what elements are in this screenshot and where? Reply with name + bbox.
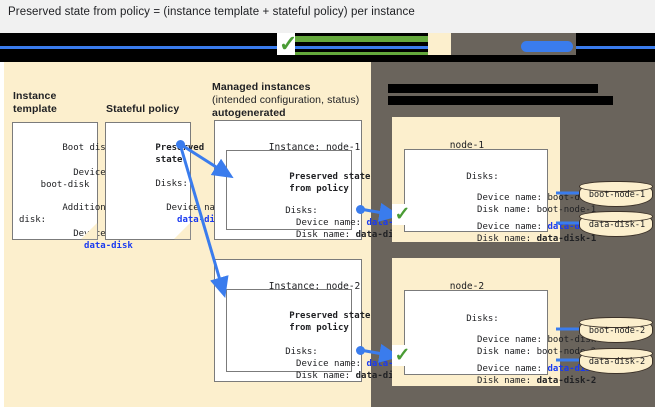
- actual-node-title-node-1: node-1: [449, 139, 485, 151]
- stateful-policy-heading: Stateful policy: [106, 103, 206, 116]
- legend-blue-pill: [521, 41, 573, 52]
- preserved-state-title-line2-node-1: from policy: [289, 183, 349, 194]
- disk-cylinder-label-4: data-disk-2: [588, 357, 646, 367]
- legend-blue-rule: [0, 46, 655, 49]
- managed-instance-box-node-2: Instance: node-2 Preserved state from po…: [214, 259, 415, 382]
- preserved-state-disks-label-node-1: Disks:: [285, 205, 318, 216]
- disk-cylinder-data-disk-1: data-disk-1: [578, 210, 653, 237]
- stateful-policy-title-line2: state: [155, 154, 183, 165]
- preserved-state-device-value-node-1: data-disk: [366, 217, 416, 228]
- preserved-state-title-line2-node-2: from policy: [289, 322, 349, 333]
- preserved-state-box-node-1: Preserved state from policy Disks: Devic…: [226, 150, 415, 240]
- preserved-state-disk-value-node-1: data-disk-1: [355, 229, 416, 240]
- disk-cylinder-cap-icon-2: [578, 210, 653, 222]
- status-check-node-2: ✓: [392, 345, 413, 366]
- actual-node-data-device-label-node-1: Device name:: [466, 221, 548, 232]
- actual-node-title-node-2: node-2: [449, 280, 485, 292]
- preserved-state-title-line1-node-1: Preserved state: [289, 171, 371, 182]
- legend-band-redacted: ✓: [0, 33, 655, 62]
- preserved-state-device-value-node-2: data-disk: [366, 358, 416, 369]
- instance-template-additional-disk-label: Additional disk:: [19, 202, 117, 226]
- disk-cylinder-label-3: boot-node-2: [588, 326, 646, 336]
- actual-state-heading-redaction-1: [388, 84, 598, 93]
- connector-origin-dot-policy: [176, 140, 185, 149]
- actual-node-data-device-value-node-2: data-disk: [547, 363, 597, 374]
- legend-check-icon: ✓: [279, 31, 298, 56]
- preserved-state-device-label-node-2: Device name:: [285, 358, 367, 369]
- diagram-canvas: Instance template Boot disk: Device name…: [0, 62, 655, 407]
- instance-template-heading: Instance template: [13, 90, 103, 116]
- actual-node-boot-disk-node-1: Disk name: boot-node-1: [466, 204, 597, 215]
- actual-node-disks-label-node-2: Disks:: [466, 313, 499, 324]
- actual-node-panel-node-2: node-2 Disks: Device name: boot-disk Dis…: [392, 258, 596, 386]
- actual-node-boot-disk-node-2: Disk name: boot-node-2: [466, 346, 597, 357]
- legend-green-bar: [293, 36, 428, 42]
- managed-instances-heading-line3: autogenerated: [212, 107, 286, 119]
- actual-node-disks-box-node-1: Disks: Device name: boot-disk Disk name:…: [404, 149, 596, 244]
- preserved-state-title-line1-node-2: Preserved state: [289, 310, 371, 321]
- managed-instance-box-node-1: Instance: node-1 Preserved state from po…: [214, 120, 415, 240]
- stateful-policy-fold-inner-icon: [174, 223, 190, 239]
- managed-instance-title-node-1: Instance: node-1: [268, 141, 361, 153]
- actual-state-heading-redaction-2: [388, 96, 613, 105]
- preserved-state-disks-label-node-2: Disks:: [285, 346, 318, 357]
- preserved-state-device-label-node-1: Device name:: [285, 217, 367, 228]
- actual-node-data-disk-value-node-2: data-disk-2: [536, 375, 597, 386]
- stateful-policy-heading-label: Stateful policy: [106, 103, 180, 115]
- disk-cylinder-data-disk-2: data-disk-2: [578, 347, 653, 374]
- actual-node-disks-box-node-2: Disks: Device name: boot-disk Disk name:…: [404, 290, 596, 386]
- disk-cylinder-cap-icon-1: [578, 180, 653, 192]
- disk-cylinder-label-2: data-disk-1: [588, 220, 646, 230]
- managed-instances-heading-line2: (intended configuration, status): [212, 94, 360, 106]
- page-title: Preserved state from policy = (instance …: [8, 6, 415, 18]
- actual-node-data-device-value-node-1: data-disk: [547, 221, 597, 232]
- instance-template-boot-disk-label: Boot disk:: [62, 142, 117, 153]
- actual-node-data-disk-label-node-2: Disk name:: [466, 375, 537, 386]
- preserved-state-box-node-2: Preserved state from policy Disks: Devic…: [226, 289, 415, 381]
- instance-template-box: Boot disk: Device name: boot-disk Additi…: [12, 122, 138, 251]
- instance-template-heading-line1: Instance: [13, 90, 57, 102]
- preserved-state-disk-label-node-1: Disk name:: [285, 229, 356, 240]
- disk-cylinder-cap-icon-3: [578, 316, 653, 328]
- instance-template-fold-inner-icon: [81, 223, 97, 239]
- managed-instances-heading-line1: Managed instances: [212, 81, 311, 93]
- green-check-icon-node-2: ✓: [394, 345, 411, 366]
- disk-cylinder-label-1: boot-node-1: [588, 190, 646, 200]
- managed-instances-heading: Managed instances (intended configuratio…: [212, 81, 372, 120]
- instance-template-heading-line2: template: [13, 103, 57, 115]
- preserved-state-disk-value-node-2: data-disk-2: [355, 370, 416, 381]
- connector-origin-dot-node-2: [356, 346, 365, 355]
- disk-cylinder-boot-node-1: boot-node-1: [578, 180, 653, 207]
- disk-cylinder-cap-icon-4: [578, 347, 653, 359]
- actual-node-data-disk-label-node-1: Disk name:: [466, 233, 537, 244]
- actual-node-data-disk-value-node-1: data-disk-1: [536, 233, 597, 244]
- actual-node-boot-device-node-1: Device name: boot-disk: [466, 192, 597, 203]
- status-check-node-1: ✓: [392, 204, 413, 225]
- preserved-state-disk-label-node-2: Disk name:: [285, 370, 356, 381]
- connector-origin-dot-node-1: [356, 205, 365, 214]
- actual-node-panel-node-1: node-1 Disks: Device name: boot-disk Dis…: [392, 117, 596, 244]
- instance-template-data-device-value: data-disk: [62, 240, 133, 251]
- stateful-policy-disks-label: Disks:: [155, 178, 188, 189]
- disk-cylinder-boot-node-2: boot-node-2: [578, 316, 653, 343]
- actual-node-disks-label-node-1: Disks:: [466, 171, 499, 182]
- green-check-icon-node-1: ✓: [394, 204, 411, 225]
- legend-check-backdrop: [277, 33, 295, 55]
- managed-instance-title-node-2: Instance: node-2: [268, 280, 361, 292]
- actual-node-data-device-label-node-2: Device name:: [466, 363, 548, 374]
- legend-cream-swatch: [428, 33, 451, 55]
- actual-node-boot-device-node-2: Device name: boot-disk: [466, 334, 597, 345]
